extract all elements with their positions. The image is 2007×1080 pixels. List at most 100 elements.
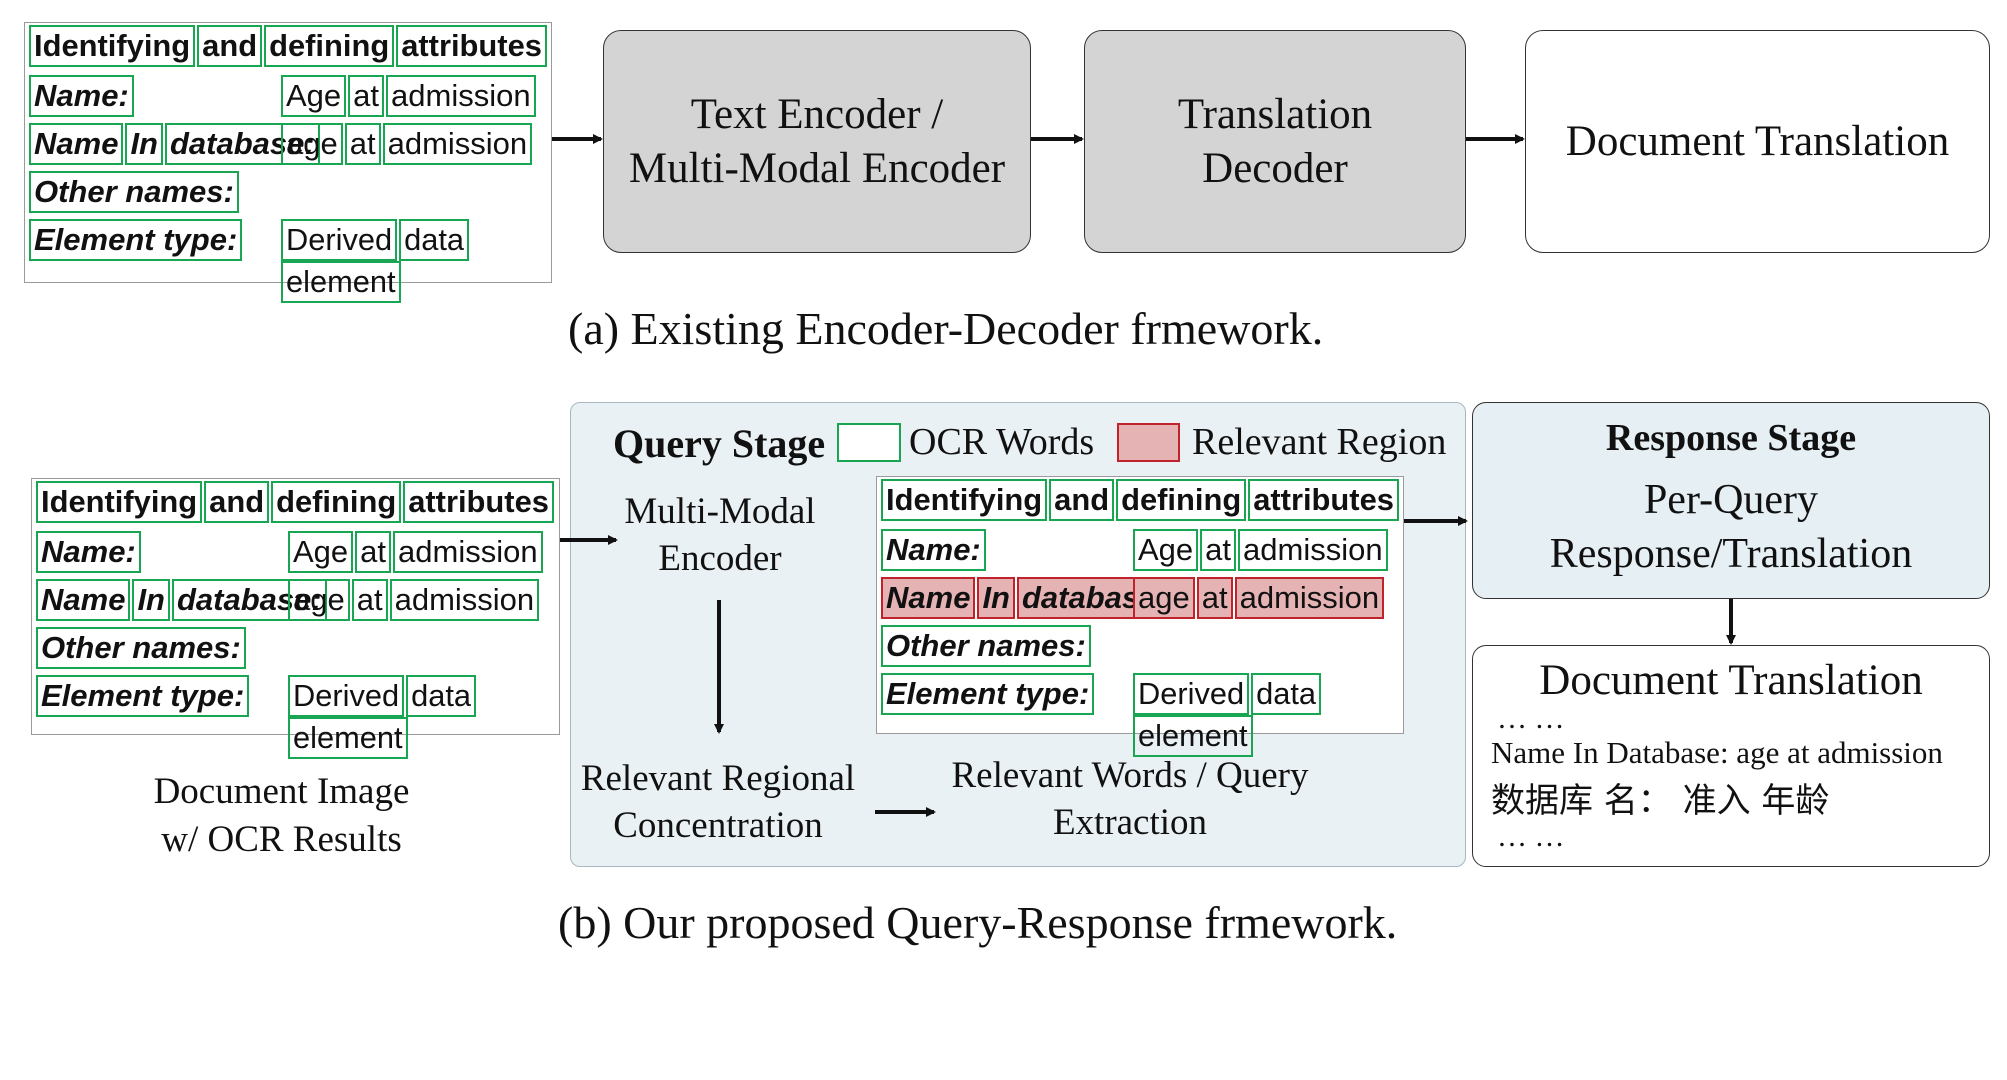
text-encoder-box: Text Encoder / Multi-Modal Encoder [603, 30, 1031, 253]
document-translation-box-b [1472, 645, 1990, 867]
ocr-word: admission [393, 531, 543, 573]
ocr-word: attributes [1248, 479, 1399, 521]
ocr-word: at [1200, 529, 1237, 571]
ocr-word: admission [382, 123, 533, 165]
ocr-words-legend-label: OCR Words [909, 421, 1095, 463]
words-extraction-line1: Relevant Words / Query [951, 755, 1309, 796]
ocr-word: data [1251, 673, 1322, 715]
ocr-word: age [1133, 577, 1195, 619]
ocr-word: and [197, 25, 263, 67]
ocr-word: Identifying [36, 481, 203, 523]
ocr-word: Element type: [36, 675, 250, 717]
translation-decoder-label-line1: Translation [1177, 90, 1373, 138]
ocr-word: admission [386, 75, 536, 117]
ocr-label-row: Other names: [29, 171, 241, 213]
ocr-word: admission [389, 579, 540, 621]
ocr-word: Name [29, 123, 124, 165]
ocr-word: Name: [36, 531, 141, 573]
document-translation-label-a: Document Translation [1565, 117, 1950, 165]
ocr-label-row: Element type: [881, 673, 1096, 715]
words-extraction-line2: Extraction [1052, 802, 1208, 843]
ocr-word: Name: [881, 529, 986, 571]
ocr-word: database: [165, 123, 320, 165]
ocr-word: at [351, 579, 388, 621]
ellipsis-bottom: … … [1497, 820, 1565, 853]
ocr-word: age [288, 579, 350, 621]
ocr-label-row: Name: [36, 531, 143, 573]
ocr-word: and [1049, 479, 1115, 521]
ocr-word: In [125, 123, 163, 165]
ocr-word: Age [1133, 529, 1199, 571]
ocr-word: and [204, 481, 270, 523]
text-encoder-label-line1: Text Encoder / [690, 90, 944, 138]
ocr-label-row: Element type: [29, 219, 244, 261]
translation-english-line: Name In Database: age at admission [1491, 735, 1943, 770]
ocr-word: Derived [1133, 673, 1250, 715]
ocr-word: Derived [281, 219, 398, 261]
ocr-word: attributes [396, 25, 547, 67]
caption-b: (b) Our proposed Query-Response frmework… [558, 897, 1398, 948]
ocr-word: defining [1116, 479, 1247, 521]
ocr-label-row: Other names: [36, 627, 248, 669]
ocr-word: In [132, 579, 170, 621]
ocr-word: admission [1234, 577, 1385, 619]
ocr-word: data [399, 219, 470, 261]
response-line1: Per-Query [1643, 477, 1819, 523]
ocr-label-row: Other names: [881, 625, 1093, 667]
ocr-word: defining [264, 25, 395, 67]
ocr-word: Name [36, 579, 131, 621]
text-encoder-label-line2: Multi-Modal Encoder [628, 144, 1006, 192]
doc-image-caption-line1: Document Image [153, 771, 410, 812]
mm-encoder-line1: Multi-Modal [624, 491, 816, 532]
ocr-word: data [406, 675, 477, 717]
ocr-word: element [1133, 715, 1253, 757]
ocr-word: Element type: [881, 673, 1095, 715]
ocr-label-row: Name: [881, 529, 988, 571]
ocr-label-row: Name: [29, 75, 136, 117]
mm-encoder-line2: Encoder [658, 538, 782, 579]
relevant-region-legend-swatch [1117, 423, 1180, 462]
ocr-label-row: Element type: [36, 675, 251, 717]
translation-chinese-line: 数据库 名： 准入 年龄 [1491, 781, 1830, 821]
ocr-word: Name: [29, 75, 134, 117]
ocr-word: attributes [403, 481, 554, 523]
ocr-word: Element type: [29, 219, 243, 261]
query-stage-title: Query Stage [613, 421, 826, 466]
ocr-word: Name [881, 577, 976, 619]
ocr-word: age [281, 123, 343, 165]
translation-decoder-box: Translation Decoder [1084, 30, 1466, 253]
regional-concentration-line2: Concentration [613, 805, 823, 846]
regional-concentration-line1: Relevant Regional [580, 758, 856, 799]
relevant-region-legend-label: Relevant Region [1192, 421, 1447, 463]
ocr-word: Derived [288, 675, 405, 717]
ocr-word: at [344, 123, 381, 165]
ocr-word: Other names: [881, 625, 1091, 667]
ocr-word: Identifying [881, 479, 1048, 521]
response-stage-box [1472, 402, 1990, 599]
response-line2: Response/Translation [1549, 531, 1913, 577]
ocr-word: element [288, 717, 408, 759]
ocr-word: at [355, 531, 392, 573]
ellipsis-top: … … [1497, 702, 1565, 735]
ocr-word: defining [271, 481, 402, 523]
ocr-word: Other names: [36, 627, 246, 669]
caption-a: (a) Existing Encoder-Decoder frmework. [568, 303, 1324, 354]
ocr-word: admission [1238, 529, 1388, 571]
ocr-word: at [348, 75, 385, 117]
